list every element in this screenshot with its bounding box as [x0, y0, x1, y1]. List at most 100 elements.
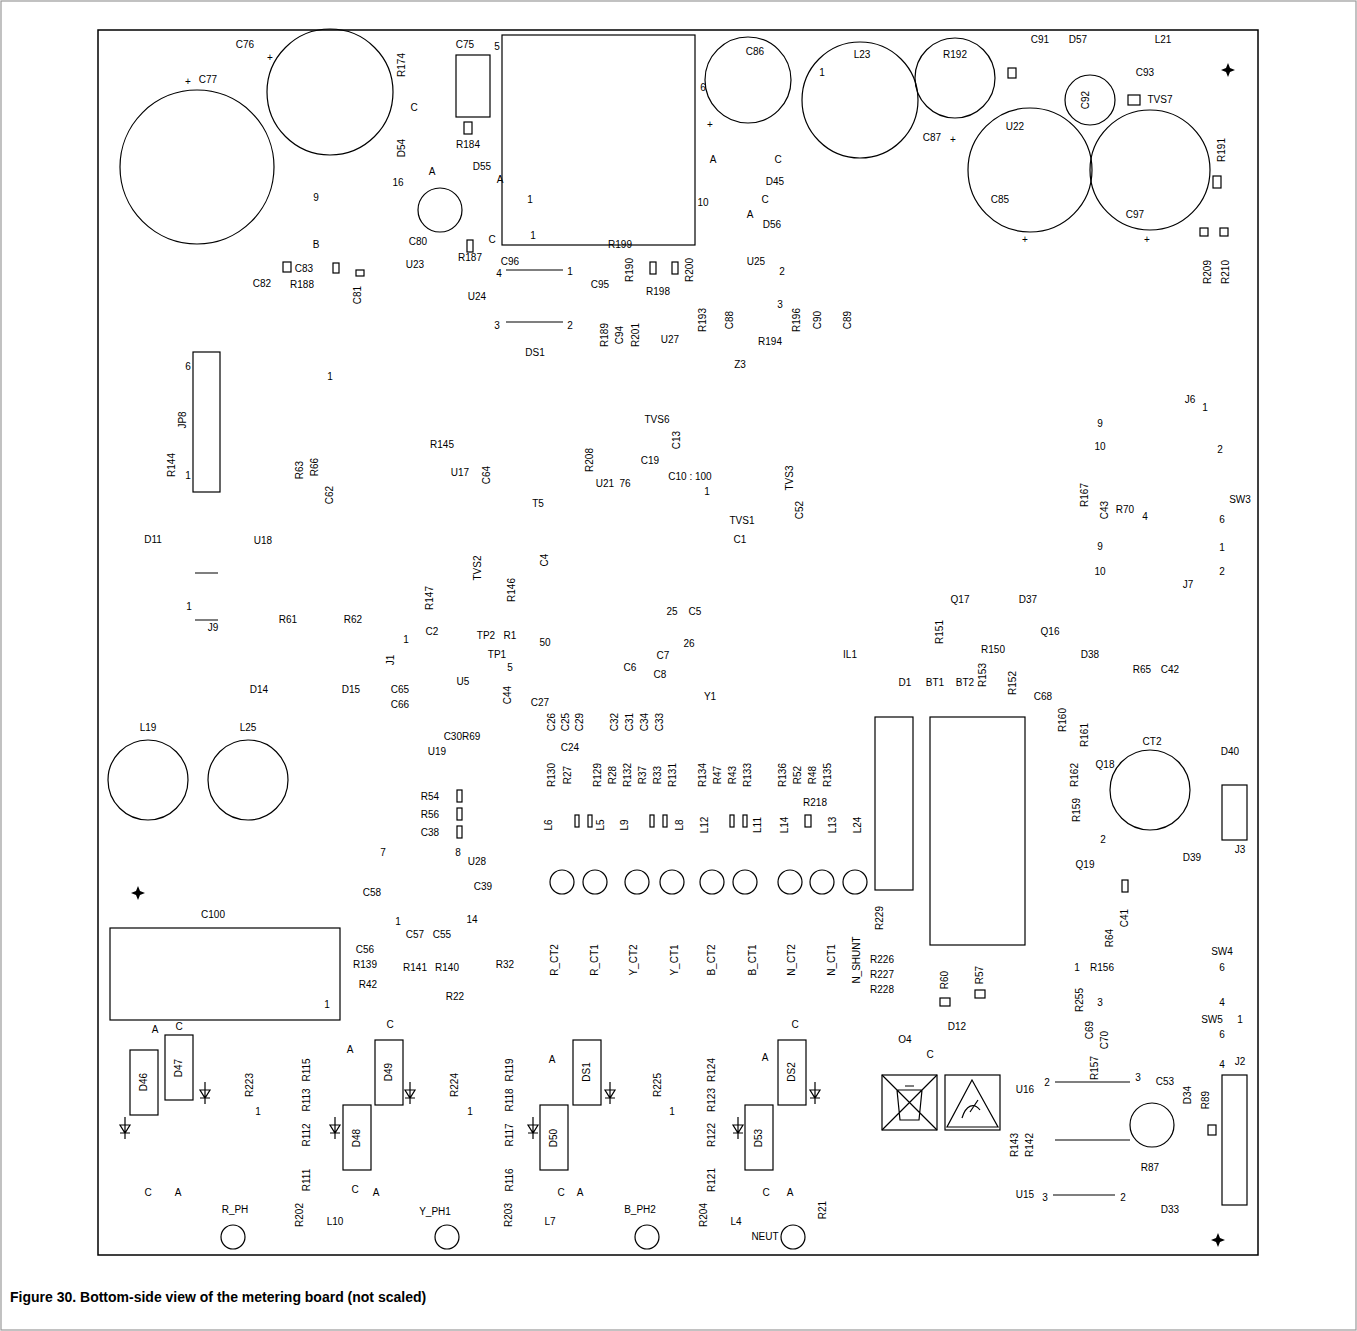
part-label: R226 [870, 955, 894, 965]
part-label: A [549, 1055, 556, 1065]
diode-outline [375, 1040, 403, 1105]
part-label: C77 [199, 75, 217, 85]
part-label: R32 [496, 960, 514, 970]
part-label: U23 [406, 260, 424, 270]
part-label: R57 [975, 966, 985, 984]
pad [588, 815, 592, 827]
part-label: C [761, 195, 768, 205]
part-label: R21 [818, 1201, 828, 1219]
part-label: D45 [766, 177, 784, 187]
part-label: R27 [563, 766, 573, 784]
part-label: R146 [507, 578, 517, 602]
part-label: R22 [446, 992, 464, 1002]
part-label: 2 [1120, 1193, 1126, 1203]
part-label: 3 [1097, 998, 1103, 1008]
part-label: 4 [1219, 1060, 1225, 1070]
part-label: R118 [505, 1088, 515, 1111]
part-label: 9 [1097, 542, 1103, 552]
recycle-icon [882, 1075, 937, 1130]
part-label: C55 [433, 930, 451, 940]
part-label: U25 [747, 257, 765, 267]
part-label: R33 [653, 766, 663, 784]
part-label: 6 [1219, 515, 1225, 525]
diode-outline [540, 1105, 568, 1170]
part-label: A [347, 1045, 354, 1055]
part-label: TP2 [477, 631, 495, 641]
part-label: C27 [531, 698, 549, 708]
part-label: R191 [1217, 138, 1227, 162]
part-label: 6 [185, 362, 191, 372]
part-label: C42 [1161, 665, 1179, 675]
diode-symbol [200, 1082, 210, 1104]
part-label: 2 [1100, 835, 1106, 845]
esd-icon [947, 1080, 998, 1127]
board-outline [98, 30, 1258, 1255]
part-label: A [710, 155, 717, 165]
part-label: 1 [185, 471, 191, 481]
test-pad [810, 870, 834, 894]
diode-outline [778, 1040, 806, 1105]
part-label: C94 [615, 326, 625, 344]
part-label: R56 [421, 810, 439, 820]
part-label: R161 [1080, 723, 1090, 747]
part-label: A [497, 175, 504, 185]
part-label: C4 [540, 554, 550, 567]
part-label: R143 [1010, 1133, 1020, 1157]
part-label: C70 [1100, 1031, 1110, 1049]
part-label: A [787, 1188, 794, 1198]
part-label: N_CT1 [827, 944, 837, 976]
part-label: 3 [777, 300, 783, 310]
part-label: 1 [1074, 963, 1080, 973]
part-label: L23 [854, 50, 871, 60]
part-label: N_CT2 [787, 944, 797, 976]
part-label: C [144, 1188, 151, 1198]
part-label: 1 [403, 635, 409, 645]
part-label: B_CT2 [707, 944, 717, 975]
part-label: C30R69 [444, 732, 481, 742]
part-label: D40 [1221, 747, 1239, 757]
part-label: C58 [363, 888, 381, 898]
part-label: C88 [725, 311, 735, 329]
part-label: Q16 [1041, 627, 1060, 637]
part-label: BT1 [926, 678, 944, 688]
capacitor-outline [267, 29, 393, 155]
part-label: J9 [208, 623, 219, 633]
part-label: C96 [501, 257, 519, 267]
part-label: 25 [666, 607, 677, 617]
part-label: C56 [356, 945, 374, 955]
part-label: L7 [544, 1217, 555, 1227]
part-label: R229 [875, 906, 885, 930]
part-label: C43 [1100, 501, 1110, 519]
part-label: R145 [430, 440, 454, 450]
diode-outline [745, 1105, 773, 1170]
part-label: C [791, 1020, 798, 1030]
part-label: C95 [591, 280, 609, 290]
part-label: R187 [458, 253, 482, 263]
part-label: D34 [1183, 1086, 1193, 1104]
part-label: D15 [342, 685, 360, 695]
diode-outline [130, 1050, 158, 1115]
header-outline [193, 352, 220, 492]
battery-outline [875, 717, 913, 890]
test-pad [435, 1225, 459, 1249]
part-label: U19 [428, 747, 446, 757]
part-label: C8 [654, 670, 667, 680]
part-label: 2 [1217, 445, 1223, 455]
part-label: C52 [795, 501, 805, 519]
part-label: R112 [302, 1123, 312, 1146]
part-label: + [707, 120, 713, 130]
part-label: R203 [504, 1203, 514, 1227]
pad [464, 122, 472, 134]
part-label: 10 [697, 198, 708, 208]
part-label: 3 [1135, 1073, 1141, 1083]
battery-outline [930, 717, 1025, 945]
part-label: BT2 [956, 678, 974, 688]
part-label: R224 [450, 1073, 460, 1097]
part-label: R43 [728, 766, 738, 784]
part-label: 6 [1219, 963, 1225, 973]
part-label: 5 [507, 663, 513, 673]
part-label: R190 [625, 258, 635, 282]
part-label: U27 [661, 335, 679, 345]
part-label: R144 [167, 453, 177, 477]
